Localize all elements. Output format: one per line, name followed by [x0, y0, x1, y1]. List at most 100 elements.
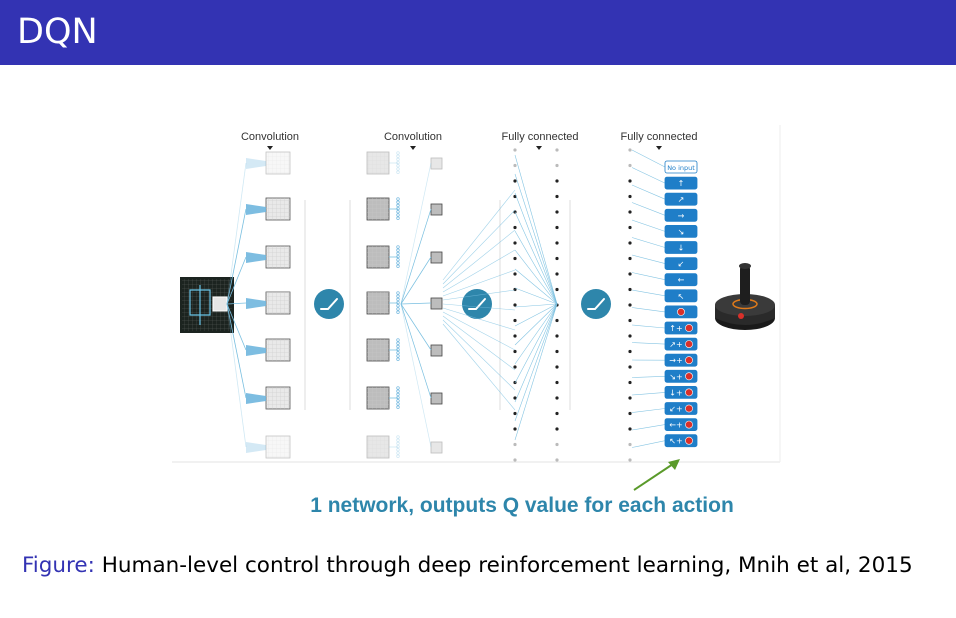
- action-button-label: →+: [669, 356, 682, 365]
- relu-node-2: [581, 289, 611, 319]
- fc1-col-b-dot-4: [555, 210, 559, 214]
- action-output-2: ↗: [664, 192, 698, 206]
- conv2-link-2: [400, 256, 432, 305]
- conv2-kernel-dot-1-2: [396, 203, 400, 208]
- conv2-kernel-dot-4-1: [396, 341, 400, 345]
- action-button-label: ↙: [678, 260, 685, 269]
- action-button-bg: [664, 289, 698, 303]
- conv2-kernel-dot-0-2: [396, 157, 400, 162]
- conv2-kernel-dot-4-0: [396, 338, 400, 342]
- caption-text: Human-level control through deep reinfor…: [94, 553, 913, 578]
- fc2-col-dot-7: [628, 256, 632, 261]
- conv1-map-grid-0: [266, 152, 290, 174]
- fc1-col-a-dot-7: [513, 256, 517, 261]
- action-button-label: No input: [667, 164, 695, 172]
- fc1-col-b-dot-0: [555, 148, 559, 152]
- action-button-label: ↓: [678, 244, 685, 253]
- conv1-link-1: [226, 208, 247, 305]
- fc2-link-11: [631, 342, 666, 345]
- fc2-link-0: [631, 149, 666, 168]
- conv2-output-3: [430, 297, 443, 310]
- fc1-col-a-dot-2: [513, 179, 517, 183]
- layer-label-conv2: Convolution: [384, 131, 442, 143]
- fc1-col-b-dot-15: [555, 380, 559, 385]
- fc1-link-8: [514, 303, 558, 308]
- conv2-map-grid-2: [367, 246, 389, 268]
- fc0-link-5: [442, 289, 516, 301]
- conv2-kernel-dot-3-2: [396, 297, 400, 302]
- conv2-kernel-dot-1-4: [396, 210, 400, 214]
- fc1-link-14: [514, 303, 558, 422]
- fc1-col-a-dot-6: [513, 241, 517, 245]
- layer-label-fc2: Fully connected: [620, 131, 697, 143]
- fc2-link-16: [631, 424, 666, 431]
- fire-dot: [685, 372, 693, 381]
- relu-curve-0: [320, 298, 338, 310]
- fc2-link-7: [631, 272, 666, 280]
- action-button-label: ←+: [669, 421, 682, 430]
- action-button-label: ↖+: [669, 437, 682, 446]
- conv1-link-4: [226, 303, 247, 351]
- fc1-link-4: [514, 230, 558, 305]
- conv2-kernel-dot-5-6: [396, 405, 400, 409]
- conv2-output-2: [430, 251, 443, 264]
- conv1-kernel-3: [246, 298, 266, 309]
- fc1-col-a-dot-14: [513, 365, 517, 369]
- action-output-14: ↓+: [664, 385, 698, 399]
- fc2-link-9: [631, 307, 666, 313]
- fire-dot: [677, 307, 685, 316]
- conv2-kernel-dot-0-6: [396, 170, 400, 174]
- conv2-kernel-dot-0-4: [396, 164, 400, 168]
- action-button-bg: [664, 192, 698, 206]
- fc2-col-dot-6: [628, 241, 632, 245]
- conv2-link-6: [400, 303, 432, 448]
- conv2-kernel-dot-3-6: [396, 310, 400, 314]
- fc1-col-a-dot-12: [513, 334, 517, 338]
- conv1-kernel-6: [246, 442, 266, 453]
- conv2-kernel-dot-6-1: [396, 438, 400, 442]
- fc1-link-10: [514, 303, 558, 346]
- action-output-16: ←+: [664, 418, 698, 432]
- fc0-link-9: [442, 315, 516, 371]
- caption-label: Figure:: [22, 553, 95, 578]
- fc2-link-3: [631, 202, 666, 216]
- fire-dot: [685, 340, 693, 348]
- fc1-link-15: [514, 303, 558, 441]
- conv1-kernel-5: [246, 393, 266, 404]
- fc2-link-15: [631, 408, 666, 413]
- conv2-kernel-dot-2-5: [396, 261, 400, 265]
- action-button-bg: [664, 160, 698, 174]
- action-button-label: →: [678, 211, 685, 220]
- conv2-link-4: [400, 303, 432, 351]
- fc2-link-2: [631, 184, 666, 200]
- conv1-map-grid-6: [266, 436, 290, 458]
- fire-dot: [685, 420, 693, 429]
- fc1-col-b-dot-2: [555, 179, 559, 183]
- action-output-15: ↙+: [664, 402, 698, 415]
- fc0-link-10: [442, 319, 516, 391]
- conv2-output-1: [430, 203, 443, 216]
- fc2-link-5: [631, 237, 666, 248]
- conv2-kernel-dot-4-5: [396, 354, 400, 358]
- conv1-link-5: [226, 303, 247, 399]
- conv2-kernel-dot-4-6: [396, 357, 400, 361]
- fc1-link-2: [514, 192, 558, 305]
- conv2-kernel-dot-5-0: [396, 386, 400, 390]
- fc1-col-a-dot-11: [513, 318, 517, 323]
- joystick-fire-button: [738, 313, 744, 319]
- fc1-link-12: [514, 303, 558, 384]
- action-output-0: No input: [664, 160, 698, 174]
- fc1-col-a-dot-8: [513, 272, 517, 276]
- action-button-label: ↖: [678, 292, 685, 301]
- fc1-col-b-dot-1: [555, 163, 559, 168]
- conv1-link-6: [226, 303, 247, 448]
- relu-node-0: [314, 289, 344, 319]
- conv2-link-5: [400, 303, 432, 399]
- fc1-link-0: [514, 154, 558, 305]
- fc0-link-2: [442, 229, 516, 289]
- conv2-kernel-dot-0-5: [396, 167, 400, 171]
- conv2-map-grid-6: [367, 436, 389, 458]
- label-marker-1: [410, 146, 416, 150]
- fc1-link-3: [514, 211, 558, 305]
- fc0-link-4: [442, 269, 516, 297]
